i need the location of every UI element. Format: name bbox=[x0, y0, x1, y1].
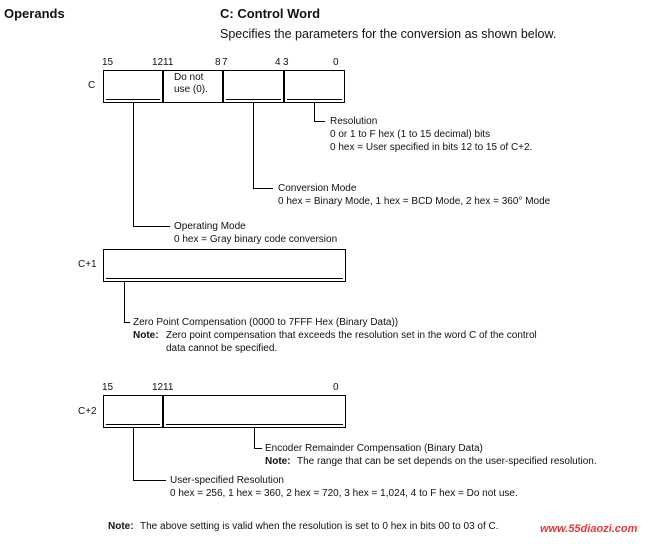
encoder-leader-h bbox=[254, 448, 262, 449]
zero-point-note-line2: data cannot be specified. bbox=[166, 343, 278, 354]
note-label: Note: bbox=[265, 456, 291, 467]
zero-point-leader-v bbox=[124, 282, 125, 323]
c2-bit-12-label: 12 bbox=[152, 382, 164, 393]
encoder-note-text: The range that can be set depends on the… bbox=[297, 456, 597, 467]
bit-12-label: 12 bbox=[152, 57, 164, 68]
encoder-title: Encoder Remainder Compensation (Binary D… bbox=[265, 443, 483, 454]
reserved-text-line2: use (0). bbox=[174, 84, 208, 95]
word-c2-label: C+2 bbox=[78, 406, 97, 417]
user-res-desc: 0 hex = 256, 1 hex = 360, 2 hex = 720, 3… bbox=[170, 488, 518, 499]
section-title: C: Control Word bbox=[220, 6, 321, 21]
footer-note-label: Note: bbox=[108, 521, 134, 533]
word-c-field-reserved: Do not use (0). bbox=[163, 70, 223, 103]
footer-note-text: The above setting is valid when the reso… bbox=[140, 521, 499, 532]
bit-0-label: 0 bbox=[333, 57, 339, 68]
conversion-mode-desc: 0 hex = Binary Mode, 1 hex = BCD Mode, 2… bbox=[278, 196, 551, 207]
word-c-field-operating-mode bbox=[103, 70, 163, 103]
section-intro: Specifies the parameters for the convers… bbox=[220, 27, 557, 41]
bit-3-label: 3 bbox=[283, 57, 289, 68]
zero-point-leader-h bbox=[124, 322, 130, 323]
bit-15-label: 15 bbox=[102, 57, 114, 68]
operating-mode-desc: 0 hex = Gray binary code conversion bbox=[174, 234, 338, 245]
user-res-title: User-specified Resolution bbox=[170, 475, 284, 486]
reserved-text-line1: Do not bbox=[174, 72, 204, 83]
encoder-leader-v bbox=[254, 428, 255, 449]
zero-point-note-line1: Zero point compensation that exceeds the… bbox=[166, 330, 537, 341]
word-c-label: C bbox=[88, 80, 96, 91]
user-res-leader-h bbox=[133, 480, 166, 481]
resolution-title: Resolution bbox=[330, 116, 378, 127]
conversion-leader-v bbox=[253, 103, 254, 189]
word-c-field-resolution bbox=[284, 70, 345, 103]
resolution-leader-v bbox=[314, 103, 315, 122]
zero-point-note-label: Note: bbox=[133, 330, 159, 342]
resolution-desc-1: 0 or 1 to F hex (1 to 15 decimal) bits bbox=[330, 129, 491, 140]
resolution-leader-h bbox=[314, 121, 325, 122]
word-c1-field bbox=[103, 249, 346, 282]
c2-bit-0-label: 0 bbox=[333, 382, 339, 393]
word-c2-field-encoder-remainder bbox=[163, 395, 346, 428]
bit-8-label: 8 bbox=[215, 57, 221, 68]
bit-11-label: 11 bbox=[163, 57, 174, 68]
encoder-note-label: Note: bbox=[265, 456, 291, 468]
watermark: www.55diaozi.com bbox=[538, 523, 640, 535]
conversion-leader-h bbox=[253, 188, 273, 189]
resolution-desc-2: 0 hex = User specified in bits 12 to 15 … bbox=[330, 142, 533, 153]
c2-bit-11-label: 11 bbox=[163, 382, 174, 393]
word-c1-label: C+1 bbox=[78, 259, 97, 270]
word-c2-field-user-resolution bbox=[103, 395, 163, 428]
operating-leader-v bbox=[133, 103, 134, 227]
c2-bit-15-label: 15 bbox=[102, 382, 114, 393]
word-c-field-conversion-mode bbox=[223, 70, 284, 103]
bit-7-label: 7 bbox=[222, 57, 228, 68]
operating-leader-h bbox=[133, 226, 170, 227]
note-label: Note: bbox=[133, 330, 159, 341]
bit-4-label: 4 bbox=[275, 57, 281, 68]
note-label: Note: bbox=[108, 521, 134, 532]
conversion-mode-title: Conversion Mode bbox=[278, 183, 357, 194]
zero-point-title: Zero Point Compensation (0000 to 7FFF He… bbox=[133, 317, 399, 328]
user-res-leader-v bbox=[133, 428, 134, 481]
operating-mode-title: Operating Mode bbox=[174, 221, 246, 232]
section-heading: Operands bbox=[4, 6, 65, 21]
